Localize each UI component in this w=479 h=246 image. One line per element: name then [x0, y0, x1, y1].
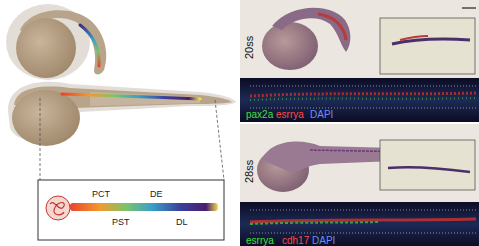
stain-label: esrrya [276, 110, 304, 120]
photo-28ss [240, 124, 479, 246]
segment-label: DE [150, 190, 163, 199]
embryo-bottom [8, 82, 236, 180]
stain-label: esrrya [246, 236, 274, 246]
segment-label: PCT [92, 190, 110, 199]
stain-label: DAPI [312, 236, 335, 246]
segment-label: PST [112, 218, 130, 227]
stain-label: cdh17 [282, 236, 309, 246]
segment-label: DL [176, 218, 188, 227]
embryo-top [6, 4, 106, 80]
nephron-inset [38, 180, 224, 240]
stain-label: DAPI [310, 110, 333, 120]
stage-label: 20ss [244, 36, 255, 59]
stain-label: pax2a [246, 110, 273, 120]
stage-label: 28ss [244, 160, 255, 183]
photo-20ss [240, 0, 479, 122]
